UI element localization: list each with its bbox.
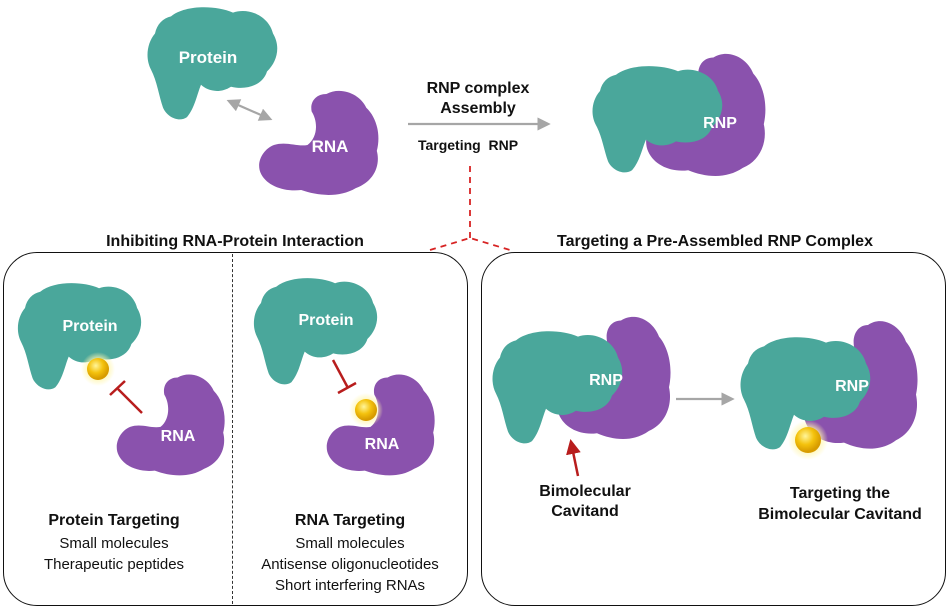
protein-targeting-rna-label: RNA	[160, 428, 196, 445]
targeting-cavitand-line1: Targeting the	[789, 485, 891, 502]
top-protein-label: Protein	[178, 48, 238, 67]
protein-targeting-line1: Small molecules	[59, 535, 169, 552]
top-rna-label: RNA	[311, 137, 349, 156]
pre-assembled-panel	[481, 252, 946, 606]
top-complex-label: RNP	[703, 115, 737, 132]
rna-targeting-heading: RNA Targeting	[294, 512, 406, 529]
cavitand-pointer-arrow	[566, 439, 581, 477]
rna-targeting-inhibit-bar	[337, 381, 357, 395]
binding-double-arrow	[226, 99, 273, 121]
process-label-line2: Assembly	[440, 100, 516, 117]
rna-targeting-ligand	[355, 399, 377, 421]
targeting-cavitand-line2: Bimolecular Cavitand	[758, 506, 922, 523]
right-complex-2-label: RNP	[835, 378, 869, 395]
right-cavitand-ligand	[795, 427, 821, 453]
dashed-connector	[429, 166, 511, 251]
panel-divider	[232, 254, 233, 604]
right-complex-1-label: RNP	[589, 372, 623, 389]
rna-targeting-line2: Antisense oligonucleotides	[261, 556, 439, 573]
protein-targeting-heading: Protein Targeting	[48, 512, 180, 529]
rna-targeting-rna-label: RNA	[364, 436, 400, 453]
rna-targeting-protein-label: Protein	[298, 312, 354, 329]
protein-targeting-inhibit-line	[117, 388, 143, 414]
protein-targeting-protein-label: Protein	[62, 318, 118, 335]
rna-targeting-line3: Short interfering RNAs	[274, 577, 426, 594]
targeting-rnp-label: Targeting RNP	[417, 137, 519, 153]
inhibition-panel	[3, 252, 468, 606]
rna-targeting-inhibit-line	[331, 359, 350, 389]
protein-targeting-ligand	[87, 358, 109, 380]
cavitand-label-line2: Cavitand	[551, 503, 619, 520]
protein-targeting-inhibit-bar	[109, 380, 126, 396]
left-section-title: Inhibiting RNA-Protein Interaction	[106, 233, 364, 250]
process-label-line1: RNP complex	[426, 80, 530, 97]
protein-targeting-line2: Therapeutic peptides	[43, 556, 185, 573]
rna-targeting-line1: Small molecules	[295, 535, 405, 552]
right-section-title: Targeting a Pre-Assembled RNP Complex	[557, 233, 873, 250]
cavitand-label-line1: Bimolecular	[539, 483, 631, 500]
